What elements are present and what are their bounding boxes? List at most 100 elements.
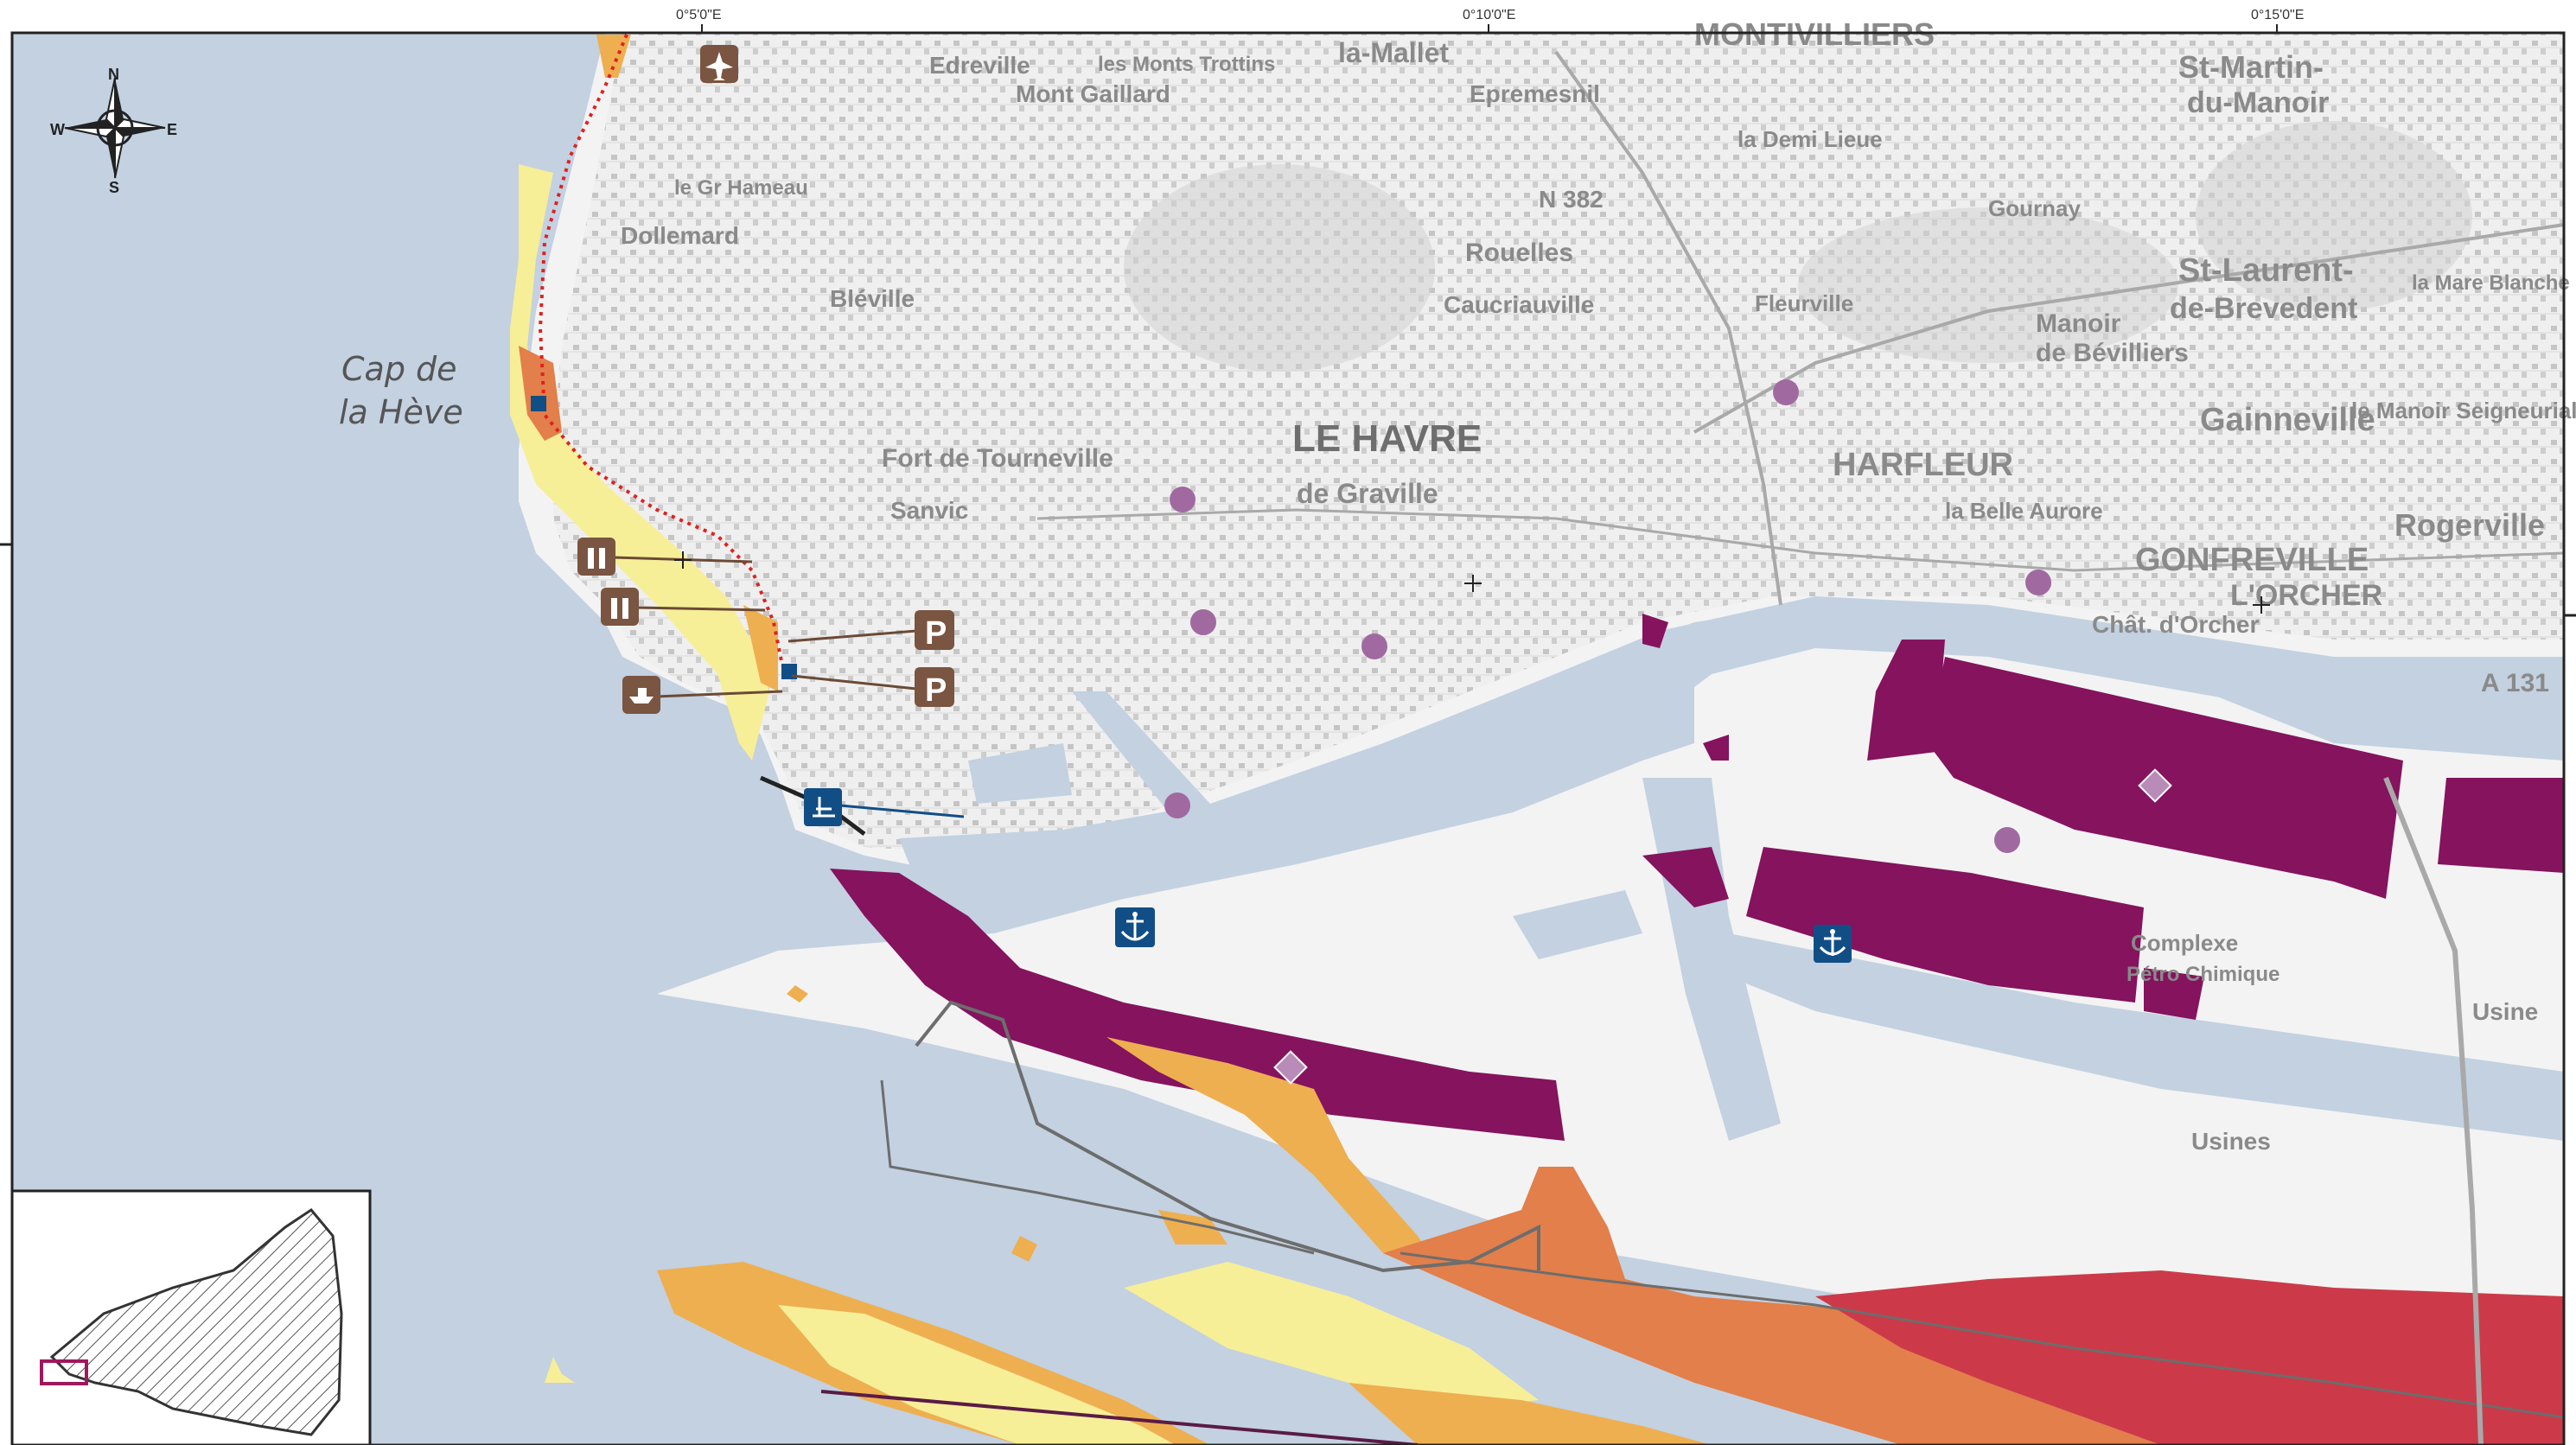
parking-icon[interactable]: P xyxy=(915,610,954,652)
square-marker[interactable] xyxy=(531,396,546,411)
road xyxy=(1554,50,1782,606)
svg-text:P: P xyxy=(925,672,947,709)
label-usines: Usines xyxy=(2191,1128,2271,1155)
village-label-demi-lieue: la Demi Lieue xyxy=(1738,126,1883,152)
map-frame xyxy=(10,31,2566,1445)
cape-label-line1: Cap de xyxy=(341,350,457,388)
city-label: LE HAVRE xyxy=(1292,417,1482,460)
label-complexe: Complexe xyxy=(2131,930,2238,956)
channel-line xyxy=(880,1079,1315,1255)
svg-text:P: P xyxy=(925,615,947,652)
icon-leader-blue xyxy=(839,804,965,818)
village-label-bleville: Bléville xyxy=(830,285,915,312)
road xyxy=(1036,508,2565,572)
beach-yellow xyxy=(510,164,769,761)
harbour-basin xyxy=(1072,691,1210,821)
relief-shade xyxy=(2196,121,2472,311)
sediment-orange xyxy=(787,985,808,1003)
point-marker[interactable] xyxy=(1164,793,1190,818)
harbour-basin xyxy=(899,605,2564,890)
point-marker[interactable] xyxy=(2025,570,2051,595)
airport-icon[interactable] xyxy=(700,45,738,83)
sediment-yellow xyxy=(1124,1262,1539,1409)
road-label-a131: A 131 xyxy=(2481,669,2549,697)
diamond-marker[interactable] xyxy=(1273,1050,1308,1085)
cape-label-line2: la Hève xyxy=(339,393,463,431)
village-label-gainneville: Gainneville xyxy=(2200,402,2375,438)
industrial-zone xyxy=(1928,657,2403,899)
village-label-mont-gaillard: Mont Gaillard xyxy=(1016,80,1170,107)
industrial-zone xyxy=(1867,640,1945,761)
village-label-rogerville: Rogerville xyxy=(2394,507,2545,543)
village-label-tourneville: Fort de Tourneville xyxy=(882,444,1113,473)
village-label-gournay: Gournay xyxy=(1988,195,2081,221)
village-label-st-laurent: St-Laurent- xyxy=(2178,252,2354,289)
relief-shade xyxy=(1124,164,1435,372)
sediment-orange xyxy=(1106,1037,1435,1262)
compass-rose-icon xyxy=(64,77,166,179)
village-label-dollemard: Dollemard xyxy=(621,222,739,249)
road xyxy=(2383,776,2484,1445)
harbour-basin xyxy=(968,743,1072,804)
industrial-zone xyxy=(2438,778,2564,873)
compass-w: W xyxy=(50,121,65,138)
village-label-hameau: le Gr Hameau xyxy=(674,176,808,200)
toilets-icon[interactable] xyxy=(601,588,639,626)
label-petro: Pétro Chimique xyxy=(2126,963,2280,986)
village-label-du-manoir: du-Manoir xyxy=(2187,86,2329,119)
village-label-rouelles: Rouelles xyxy=(1465,239,1573,267)
sediment-orange xyxy=(1011,1236,1037,1262)
compass-e: E xyxy=(167,121,177,138)
label-mare-blanche: la Mare Blanche xyxy=(2412,271,2570,295)
industrial-zone xyxy=(830,869,1565,1141)
village-label-trottins: les Monts Trottins xyxy=(1098,53,1275,76)
anchor-icon[interactable] xyxy=(1115,907,1155,947)
sediment-orange xyxy=(1349,1383,1712,1445)
town-label-gonfreville: GONFREVILLE xyxy=(2135,542,2369,578)
coord-label: 0°5'0"E xyxy=(676,8,722,22)
harbour-icon[interactable] xyxy=(804,788,842,826)
village-label-st-martin: St-Martin- xyxy=(2178,49,2324,85)
village-label-de-brevedent: de-Brevedent xyxy=(2170,292,2357,325)
coord-label: 0°10'0"E xyxy=(1463,8,1515,22)
harbour-basin xyxy=(1729,933,2564,1141)
village-label-la-mallet: la-Mallet xyxy=(1338,37,1449,68)
relief-shade xyxy=(1798,207,2178,363)
inset-map[interactable] xyxy=(10,1189,372,1445)
village-label-manoir: Manoir xyxy=(2036,309,2121,338)
road xyxy=(1693,223,2565,434)
village-label-caucriauville: Caucriauville xyxy=(1444,291,1594,318)
beach-orange xyxy=(519,346,562,441)
village-label-epremesnil: Epremesnil xyxy=(1470,80,1600,107)
village-label-chat-orcher: Chât. d'Orcher xyxy=(2092,611,2259,638)
village-label-sanvic: Sanvic xyxy=(890,497,968,524)
compass-n: N xyxy=(108,66,119,83)
point-marker[interactable] xyxy=(1170,487,1196,512)
parking-icon[interactable]: P xyxy=(915,667,954,709)
channel-line xyxy=(820,1390,1419,1445)
point-marker[interactable] xyxy=(1773,379,1799,405)
inset-location-box xyxy=(40,1359,88,1385)
point-marker[interactable] xyxy=(1190,609,1216,635)
sediment-yellow xyxy=(545,1357,575,1383)
toilets-icon[interactable] xyxy=(577,538,615,576)
beach-orange xyxy=(743,605,778,691)
anchor-icon[interactable] xyxy=(1814,925,1852,963)
channel-line xyxy=(1400,1251,2565,1419)
village-label-belle-aurore: la Belle Aurore xyxy=(1945,498,2103,524)
channel-line xyxy=(915,1000,1540,1273)
town-label-orcher: L'ORCHER xyxy=(2230,579,2382,612)
industrial-zone xyxy=(1642,847,1729,907)
point-marker[interactable] xyxy=(1361,633,1387,659)
harbour-basin xyxy=(1513,890,1642,959)
industrial-zone xyxy=(1642,614,1668,648)
compass-s: S xyxy=(109,179,119,196)
point-marker[interactable] xyxy=(1994,827,2020,853)
town-label-harfleur: HARFLEUR xyxy=(1833,447,2013,483)
boat-icon[interactable] xyxy=(622,676,660,714)
diamond-marker[interactable] xyxy=(2138,768,2172,803)
inset-region xyxy=(49,1208,343,1436)
sediment-dark-orange xyxy=(1383,1167,2161,1445)
village-label-de-bevilliers: de Bévilliers xyxy=(2036,339,2189,367)
